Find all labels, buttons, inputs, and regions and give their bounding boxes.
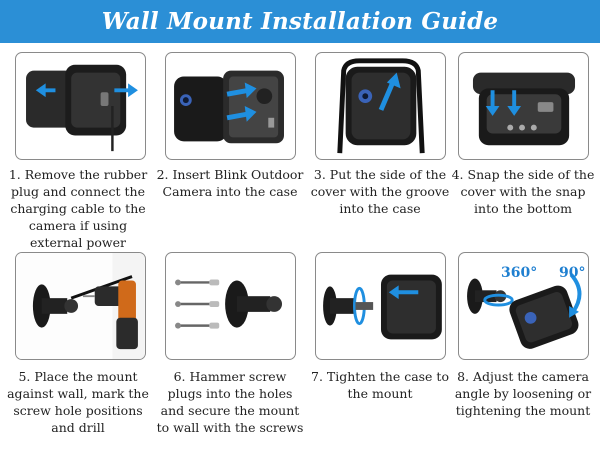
step-7-caption: 7. Tighten the case to the mount: [311, 369, 449, 401]
step-1-panel: [15, 52, 146, 160]
step-1-caption: 1. Remove the rubber plug and connect th…: [8, 167, 148, 250]
step-2-caption: 2. Insert Blink Outdoor Camera into the …: [156, 167, 304, 199]
rotation-label-90: 90°: [559, 265, 586, 281]
step-5-caption: 5. Place the mount against wall, mark th…: [7, 369, 149, 435]
step-8-panel: 360° 90°: [458, 252, 589, 360]
step-4-illustration: [472, 72, 576, 146]
page-title: Wall Mount Installation Guide: [101, 8, 499, 35]
step-6-caption: 6. Hammer screw plugs into the holes and…: [156, 369, 304, 435]
step-5-illustration: [16, 253, 145, 359]
step-7-panel: [315, 252, 446, 360]
step-5-panel: [15, 252, 146, 360]
step-8-illustration: [467, 273, 582, 349]
step-6-panel: [165, 252, 296, 360]
rotation-label-360: 360°: [501, 265, 538, 281]
step-4-caption: 4. Snap the side of the cover with the s…: [451, 167, 595, 216]
step-2-panel: [165, 52, 296, 160]
header-bar: Wall Mount Installation Guide: [0, 0, 600, 43]
step-7-illustration: [323, 274, 442, 340]
step-3-illustration: [337, 58, 425, 154]
step-8-caption: 8. Adjust the camera angle by loosening …: [454, 369, 592, 418]
step-1-illustration: [26, 64, 138, 152]
step-3-panel: [315, 52, 446, 160]
step-2-illustration: [174, 70, 284, 144]
step-4-panel: [458, 52, 589, 160]
step-3-caption: 3. Put the side of the cover with the gr…: [310, 167, 450, 216]
step-6-illustration: [175, 279, 283, 329]
